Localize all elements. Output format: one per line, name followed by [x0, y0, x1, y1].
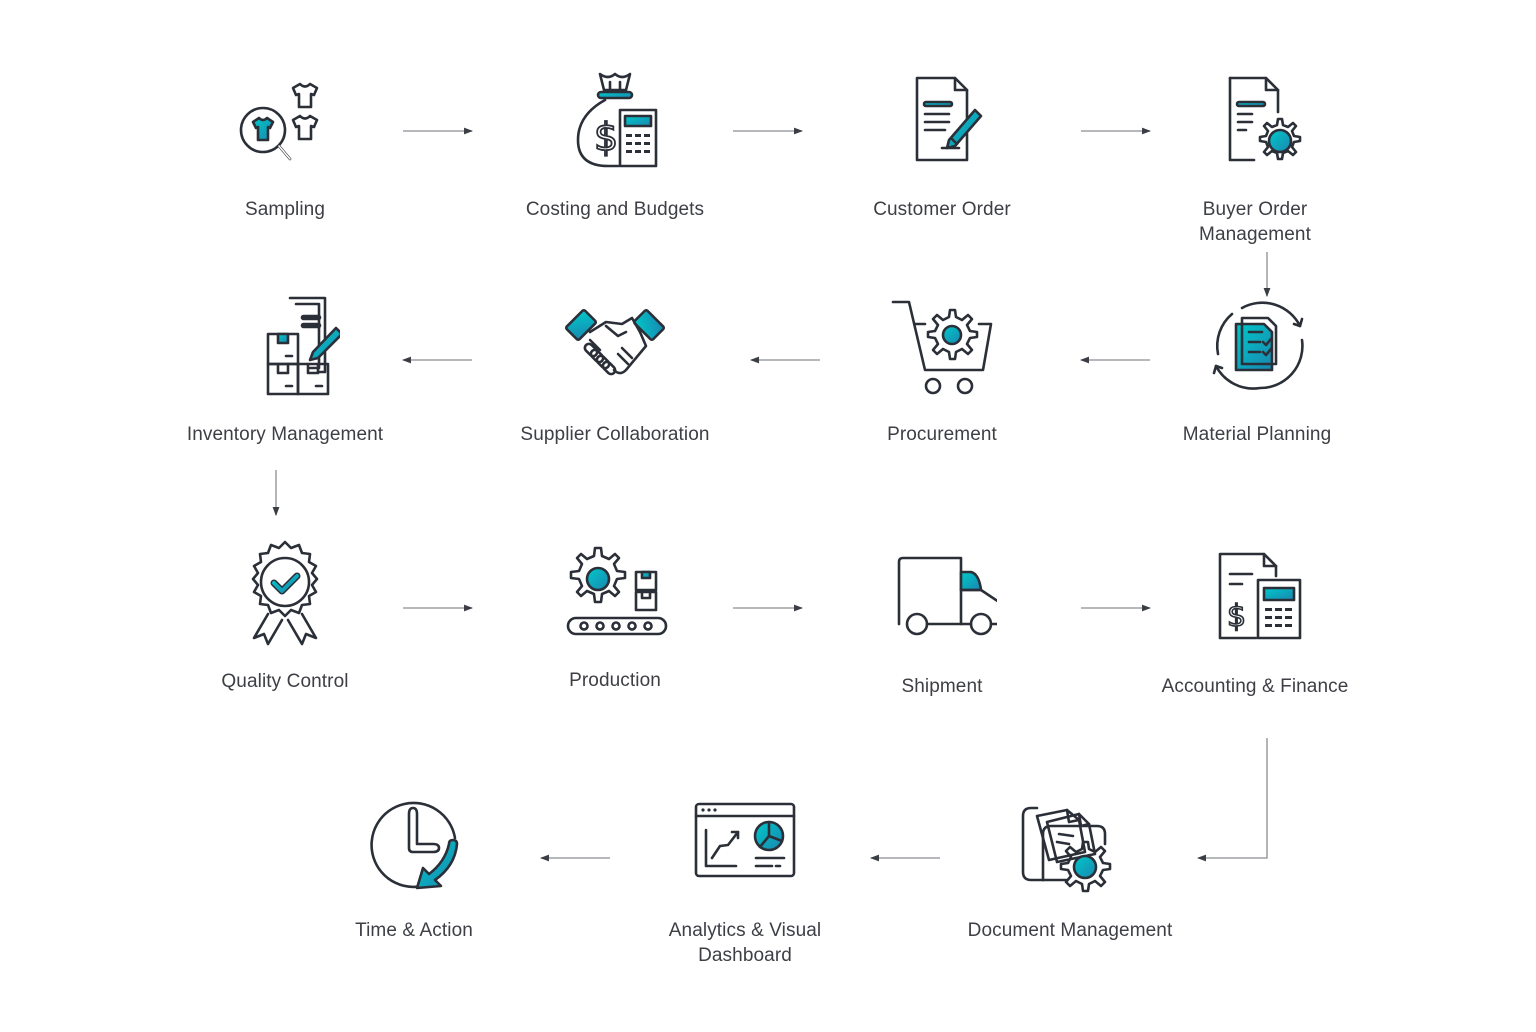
step-label: Quality Control	[221, 671, 349, 692]
step-label: Procurement	[887, 424, 997, 445]
svg-text:$: $	[1227, 599, 1246, 634]
step-label-line: Dashboard	[698, 945, 792, 966]
svg-text:$: $	[594, 115, 618, 159]
truck-icon	[897, 556, 997, 636]
money-bag-calculator-icon: $	[576, 72, 658, 168]
cart-gear-icon	[891, 300, 993, 395]
step-label: Buyer Order Management	[1135, 197, 1375, 247]
connector-accounting-document	[1196, 738, 1268, 862]
step-label: Costing and Budgets	[525, 199, 705, 220]
step-buyer-order: Buyer Order Management	[1135, 70, 1375, 245]
document-pen-icon	[915, 76, 983, 162]
step-procurement: Procurement	[822, 292, 1062, 445]
handshake-icon	[564, 308, 666, 376]
step-label: Inventory Management	[186, 424, 384, 445]
step-material-planning: Material Planning	[1137, 292, 1377, 445]
step-label: Sampling	[244, 199, 325, 220]
step-production: Production	[495, 538, 735, 691]
step-inventory: Inventory Management	[165, 292, 405, 445]
step-label: Analytics & Visual Dashboard	[625, 918, 865, 968]
award-badge-check-icon	[251, 540, 319, 646]
tshirt-search-icon	[239, 82, 319, 161]
clock-arrow-icon	[370, 801, 459, 890]
step-supplier: Supplier Collaboration	[495, 292, 735, 445]
step-label: Time & Action	[355, 920, 473, 941]
step-label-line: Buyer Order	[1202, 199, 1308, 220]
step-label: Accounting & Finance	[1161, 676, 1349, 697]
step-label: Production	[569, 670, 661, 691]
boxes-clipboard-icon	[266, 296, 340, 396]
step-label: Material Planning	[1182, 424, 1332, 445]
step-document: Document Management	[950, 790, 1190, 941]
step-accounting: $ Accounting & Finance	[1135, 548, 1375, 697]
step-sampling: Sampling	[165, 72, 405, 220]
step-label-line: Management	[1199, 224, 1311, 245]
document-gear-icon	[1228, 76, 1302, 162]
gear-conveyor-icon	[566, 546, 668, 636]
step-analytics: Analytics & Visual Dashboard	[625, 790, 865, 966]
step-quality: Quality Control	[165, 538, 405, 692]
step-customer-order: Customer Order	[822, 70, 1062, 220]
step-label-line: Analytics & Visual	[668, 920, 822, 941]
step-shipment: Shipment	[822, 548, 1062, 697]
step-label: Shipment	[901, 676, 983, 697]
step-label: Customer Order	[873, 199, 1011, 220]
step-costing: $ Costing and Budgets	[495, 70, 735, 220]
step-label: Supplier Collaboration	[520, 424, 710, 445]
folder-gear-icon	[1021, 806, 1112, 893]
step-label: Document Management	[967, 920, 1173, 941]
dashboard-chart-icon	[694, 802, 796, 878]
document-cycle-icon	[1212, 301, 1304, 390]
invoice-calculator-icon: $	[1218, 552, 1302, 640]
step-time-action: Time & Action	[294, 790, 534, 941]
